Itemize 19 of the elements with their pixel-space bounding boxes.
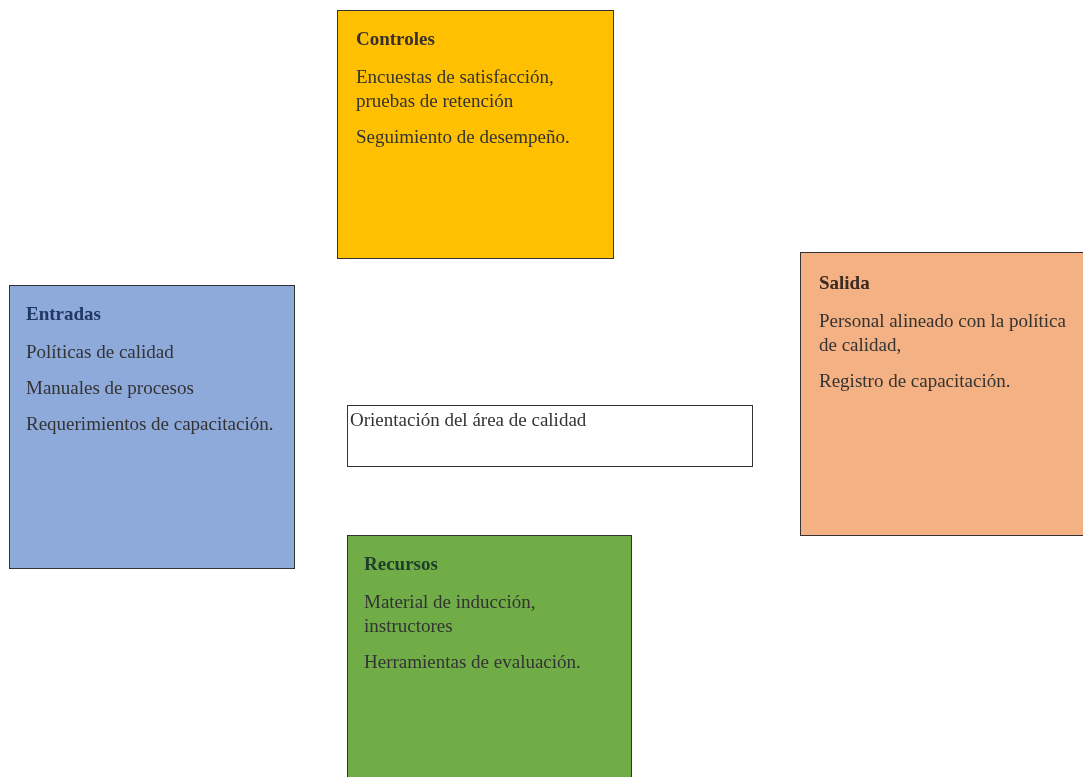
- inputs-box: [9, 285, 295, 569]
- item-text: Manuales de procesos: [26, 376, 195, 400]
- resources-box: [347, 535, 632, 777]
- box-heading: Entradas: [26, 302, 102, 326]
- item-text: Seguimiento de desempeño.: [356, 125, 571, 149]
- box-label: Orientación del área de calidad: [350, 408, 588, 432]
- box-heading: Recursos: [364, 552, 439, 576]
- box-heading: Controles: [356, 27, 436, 51]
- item-text: Herramientas de evaluación.: [364, 650, 582, 674]
- controls-box: [337, 10, 614, 259]
- output-box: [800, 252, 1083, 536]
- item-text: Personal alineado con la política de calidad,: [819, 309, 1067, 357]
- process-box: [347, 405, 753, 467]
- item-text: Requerimientos de capacitación.: [26, 412, 275, 436]
- item-text: Material de inducción, instructores: [364, 590, 537, 638]
- box-heading: Salida: [819, 271, 871, 295]
- item-text: Registro de capacitación.: [819, 369, 1012, 393]
- item-text: Políticas de calidad: [26, 340, 175, 364]
- item-text: Encuestas de satisfacción, pruebas de retención: [356, 65, 555, 113]
